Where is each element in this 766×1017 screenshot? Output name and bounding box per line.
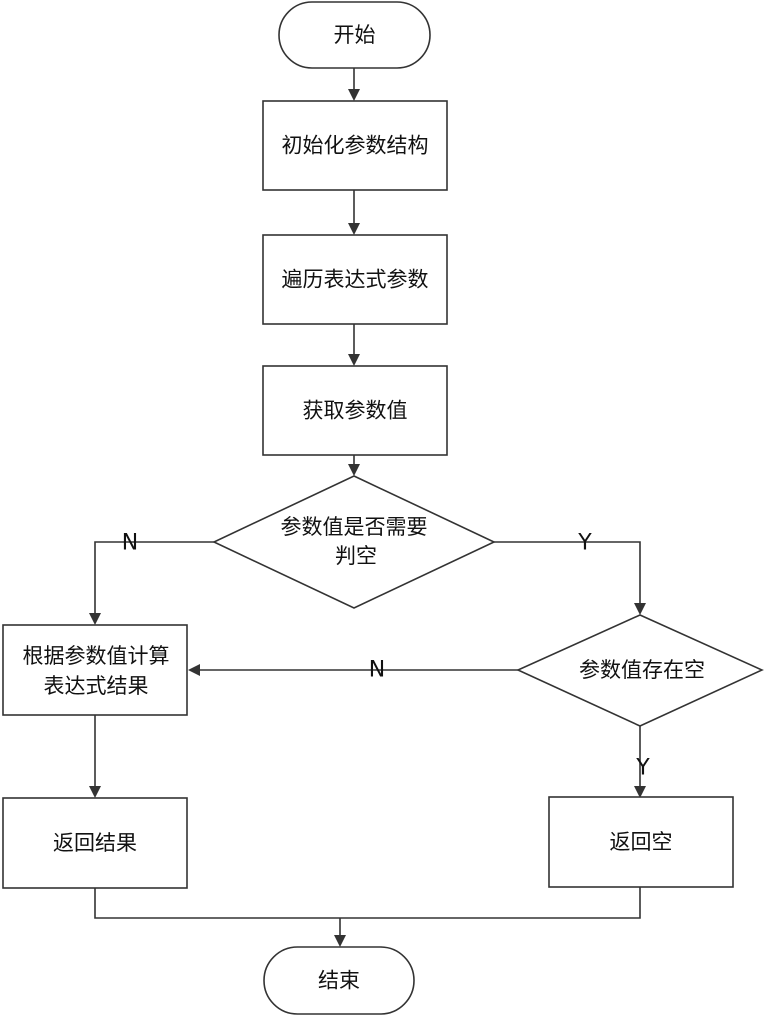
decision-shape [212, 475, 496, 609]
node-init: 初始化参数结构 [262, 100, 448, 191]
arrow-head [634, 786, 646, 798]
node-is-empty-label: 参数值存在空 [579, 658, 705, 682]
edge-need-check-no [94, 541, 214, 615]
arrow-head [89, 613, 101, 625]
node-start: 开始 [278, 1, 431, 69]
node-traverse: 遍历表达式参数 [262, 234, 448, 325]
edge-label-is-empty-no: N [369, 658, 385, 683]
node-return-empty-label: 返回空 [610, 830, 673, 854]
arrow-head [348, 223, 360, 235]
node-need-check: 参数值是否需要 判空 [212, 475, 496, 609]
arrow-head [348, 464, 360, 476]
node-return-result-label: 返回结果 [53, 831, 137, 855]
edge-label-is-empty-yes: Y [635, 756, 650, 781]
arrow-head [348, 89, 360, 101]
edge-label-need-check-no: N [122, 531, 138, 556]
arrow-head [188, 664, 200, 676]
node-is-empty: 参数值存在空 [516, 614, 764, 727]
node-compute: 根据参数值计算 表达式结果 [2, 624, 188, 716]
process-shape [262, 234, 448, 325]
process-shape [548, 796, 734, 888]
node-return-empty: 返回空 [548, 796, 734, 888]
node-end-label: 结束 [318, 969, 360, 993]
edge-labels: N Y N Y [122, 531, 651, 781]
node-need-check-label-line1: 参数值是否需要 [281, 515, 428, 539]
node-compute-label-line1: 根据参数值计算 [23, 644, 170, 668]
arrow-head [334, 935, 346, 947]
node-end: 结束 [263, 946, 415, 1015]
terminator-shape [263, 946, 415, 1015]
terminator-shape [278, 1, 431, 69]
arrow-head [348, 354, 360, 366]
node-init-label: 初始化参数结构 [282, 134, 429, 158]
edge-need-check-yes [494, 541, 641, 605]
edge-returns-merge [94, 887, 641, 919]
node-get-value-label: 获取参数值 [303, 399, 408, 423]
process-shape [262, 100, 448, 191]
decision-shape [516, 614, 764, 727]
arrow-head [89, 786, 101, 798]
edge-label-need-check-yes: Y [577, 531, 592, 556]
node-traverse-label: 遍历表达式参数 [282, 268, 429, 292]
node-compute-label-line2: 表达式结果 [44, 674, 149, 698]
process-shape [262, 365, 448, 456]
process-shape [2, 624, 188, 716]
node-get-value: 获取参数值 [262, 365, 448, 456]
process-shape [2, 797, 188, 889]
node-return-result: 返回结果 [2, 797, 188, 889]
node-start-label: 开始 [334, 23, 376, 47]
edges [89, 68, 646, 947]
arrow-head [634, 603, 646, 615]
node-need-check-label-line2: 判空 [335, 544, 377, 568]
